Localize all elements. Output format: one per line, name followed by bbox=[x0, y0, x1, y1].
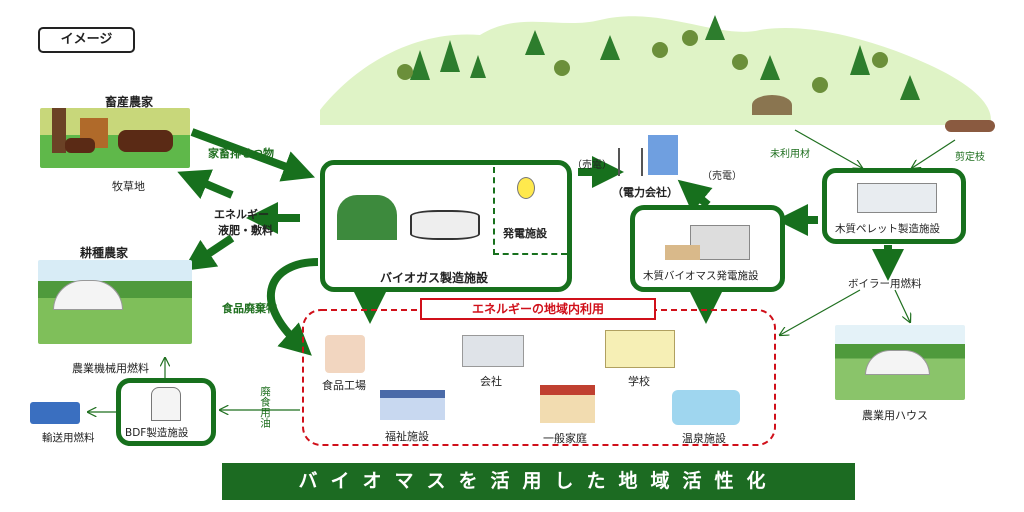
power-generation-label: 発電施設 bbox=[503, 227, 547, 240]
transport-fuel-label: 輸送用燃料 bbox=[42, 432, 95, 444]
wood-biomass-power-box: 木質バイオマス発電施設 bbox=[630, 205, 785, 292]
title-banner: バイオマスを活用した地域活性化 bbox=[222, 463, 855, 500]
biogas-facility-box: 発電施設 バイオガス製造施設 bbox=[320, 160, 572, 292]
local-use-item: 福祉施設 bbox=[385, 430, 429, 443]
crop-farm-title: 耕種農家 bbox=[80, 246, 129, 260]
house-icon bbox=[540, 385, 595, 423]
office-icon bbox=[462, 335, 524, 367]
welfare-facility-icon bbox=[380, 390, 445, 420]
local-use-item: 一般家庭 bbox=[543, 432, 587, 445]
wood-pellet-facility-box: 木質ペレット製造施設 bbox=[822, 168, 966, 244]
branches-icon bbox=[945, 120, 995, 132]
bdf-facility-box: BDF製造施設 bbox=[116, 378, 216, 446]
light-bulb-icon bbox=[517, 177, 535, 199]
school-icon bbox=[605, 330, 675, 368]
biogas-facility-label: バイオガス製造施設 bbox=[380, 271, 489, 285]
fertilizer-label: 液肥・敷料 bbox=[218, 224, 273, 237]
waste-cooking-oil-label: 廃食用油 bbox=[259, 386, 271, 428]
local-use-item: 食品工場 bbox=[322, 379, 366, 392]
truck-icon bbox=[30, 402, 80, 424]
unused-wood-label: 未利用材 bbox=[770, 149, 810, 160]
warehouse-icon bbox=[857, 183, 937, 213]
pasture-label: 牧草地 bbox=[112, 180, 145, 193]
tank-icon bbox=[151, 387, 181, 421]
power-company-building-icon bbox=[648, 135, 678, 175]
logs-icon bbox=[752, 95, 792, 115]
power-company-label: （電力会社） bbox=[612, 186, 678, 199]
food-waste-label: 食品廃棄物 bbox=[222, 302, 277, 315]
livestock-farm-illustration bbox=[40, 108, 190, 168]
food-factory-icon bbox=[325, 335, 365, 373]
greenhouse-illustration bbox=[835, 325, 965, 400]
bdf-facility-label: BDF製造施設 bbox=[125, 427, 189, 439]
crop-farm-illustration bbox=[38, 260, 192, 344]
farm-machine-fuel-label: 農業機械用燃料 bbox=[72, 362, 149, 375]
sell-power-label-2: （売電） bbox=[702, 171, 742, 182]
boiler-fuel-label: ボイラー用燃料 bbox=[848, 278, 922, 290]
power-tower-icon bbox=[618, 148, 643, 176]
pruned-branches-label: 剪定枝 bbox=[955, 152, 985, 163]
factory-icon bbox=[690, 225, 750, 260]
wood-pile-icon bbox=[665, 245, 700, 260]
local-energy-use-title: エネルギーの地域内利用 bbox=[420, 298, 656, 320]
hot-spring-icon bbox=[672, 390, 740, 425]
wood-pellet-facility-label: 木質ペレット製造施設 bbox=[835, 223, 940, 235]
image-label: イメージ bbox=[38, 27, 135, 53]
energy-label: エネルギー bbox=[214, 208, 269, 221]
livestock-farm-title: 畜産農家 bbox=[105, 95, 154, 109]
local-use-item: 学校 bbox=[628, 375, 650, 388]
local-use-item: 温泉施設 bbox=[682, 432, 726, 445]
local-use-item: 会社 bbox=[480, 375, 502, 388]
wood-biomass-power-label: 木質バイオマス発電施設 bbox=[643, 270, 759, 282]
sell-power-label-1: （売電） bbox=[572, 160, 612, 171]
power-generation-section: 発電施設 bbox=[493, 167, 567, 255]
greenhouse-label: 農業用ハウス bbox=[862, 409, 928, 422]
manure-label: 家畜排せつ物 bbox=[208, 147, 274, 160]
